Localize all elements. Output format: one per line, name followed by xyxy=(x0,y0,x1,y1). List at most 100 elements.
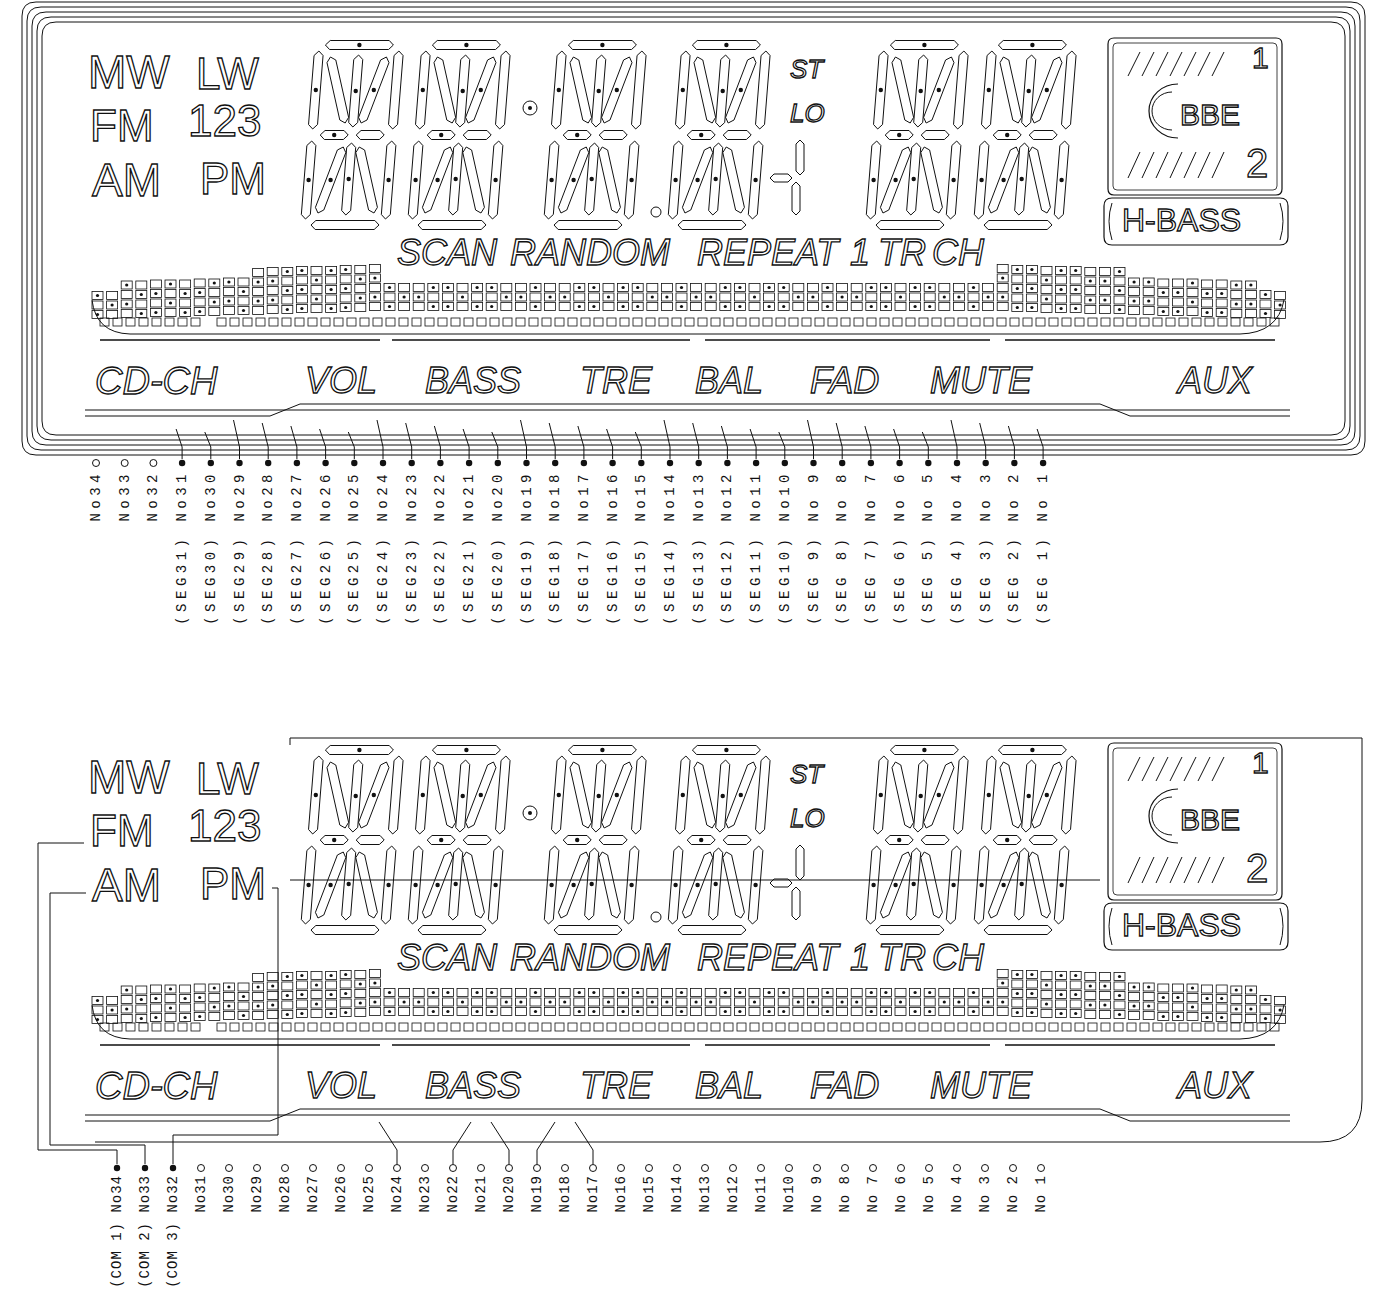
pin-label: (SEG17) No17 xyxy=(575,470,593,625)
bar-cell xyxy=(1056,295,1067,303)
bar-cell xyxy=(150,995,161,1003)
digit-segment xyxy=(694,57,716,123)
bar-cell xyxy=(180,280,191,288)
bar-cell xyxy=(165,985,176,993)
bar-cell xyxy=(837,303,848,311)
segment-dot xyxy=(597,89,601,93)
bar-cell xyxy=(983,1008,994,1016)
pin-dot xyxy=(552,460,558,466)
bar-dot xyxy=(855,1000,858,1003)
bar-dot xyxy=(286,308,289,311)
bar-cell xyxy=(1245,281,1256,289)
band-line xyxy=(85,409,1290,410)
base-cell xyxy=(1127,318,1136,326)
digit-segment xyxy=(496,51,511,129)
pin-dot xyxy=(724,460,730,466)
bar-cell xyxy=(997,989,1008,997)
digit-segment xyxy=(914,55,928,127)
pin-dot xyxy=(954,460,960,466)
pin-wire xyxy=(205,432,211,459)
base-cell xyxy=(1140,318,1149,326)
digit-segment xyxy=(687,836,715,845)
bar-cell xyxy=(647,293,658,301)
bar-dot xyxy=(592,991,595,994)
base-cell xyxy=(451,318,460,326)
base-cell xyxy=(360,318,369,326)
bar-cell xyxy=(866,284,877,292)
segment-dot xyxy=(897,133,901,137)
pin-wire xyxy=(492,432,498,459)
bar-cell xyxy=(1187,298,1198,306)
segment-dot xyxy=(699,133,703,137)
bar-cell xyxy=(1158,1003,1169,1011)
bar-dot xyxy=(490,305,493,308)
bar-cell xyxy=(1026,971,1037,979)
segment-dot xyxy=(421,88,425,92)
bar-cell xyxy=(1202,995,1213,1003)
bar-cell xyxy=(267,277,278,285)
bar-cell xyxy=(822,303,833,311)
bar-dot xyxy=(1235,302,1238,305)
pin-dot xyxy=(753,460,759,466)
h-bass-bracket xyxy=(1109,908,1112,945)
bar-cell xyxy=(997,998,1008,1006)
bar-dot xyxy=(753,295,756,298)
bar-cell xyxy=(1172,1013,1183,1021)
pin-label: No17 xyxy=(584,1175,602,1213)
bar-cell xyxy=(778,284,789,292)
bar-cell xyxy=(1099,1011,1110,1019)
indicator-label: BBE xyxy=(1180,100,1240,130)
digit-segment xyxy=(1032,57,1062,123)
base-cell xyxy=(295,1023,304,1031)
digit-segment xyxy=(563,836,591,845)
digit-segment xyxy=(1029,836,1057,845)
bar-cell xyxy=(1099,268,1110,276)
bar-dot xyxy=(1118,270,1121,273)
bbe-slat xyxy=(1142,857,1154,883)
bar-dot xyxy=(1191,986,1194,989)
bbe-slat xyxy=(1212,152,1224,178)
bar-cell xyxy=(1012,980,1023,988)
pin-open xyxy=(618,1165,625,1172)
decimal-point xyxy=(523,101,537,115)
bbe-slat xyxy=(1170,152,1182,178)
pin-wire xyxy=(922,432,928,459)
bar-dot xyxy=(578,305,581,308)
bar-cell xyxy=(253,278,264,286)
pin-label: (SEG20) No20 xyxy=(489,470,507,625)
pin-label: (SEG22) No22 xyxy=(431,470,449,625)
base-cell xyxy=(100,318,109,326)
segment-dot xyxy=(673,178,677,182)
base-cell xyxy=(295,318,304,326)
bar-dot xyxy=(578,991,581,994)
segment-dot xyxy=(681,793,685,797)
bar-cell xyxy=(428,284,439,292)
bar-dot xyxy=(213,1005,216,1008)
bar-cell xyxy=(369,1008,380,1016)
indicator-label: CH xyxy=(932,235,984,271)
bar-dot xyxy=(592,286,595,289)
pin-label: No23 xyxy=(416,1175,434,1213)
indicator-label: 1 xyxy=(1252,43,1269,73)
bar-cell xyxy=(1245,1005,1256,1013)
pin-open xyxy=(926,1165,933,1172)
base-cell xyxy=(698,318,707,326)
segment-dot xyxy=(453,177,457,181)
base-cell xyxy=(1218,318,1227,326)
bar-cell xyxy=(384,284,395,292)
bar-cell xyxy=(764,989,775,997)
bar-dot xyxy=(826,286,829,289)
segment-dot xyxy=(1059,178,1063,182)
bar-cell xyxy=(107,292,118,300)
bar-cell xyxy=(1158,994,1169,1002)
bar-cell xyxy=(1114,287,1125,295)
base-cell xyxy=(126,318,135,326)
indicator-label: AM xyxy=(92,862,161,908)
bar-dot xyxy=(1176,291,1179,294)
bar-cell xyxy=(851,284,862,292)
digit-segment xyxy=(408,141,423,219)
digit-segment xyxy=(676,756,691,834)
bar-cell xyxy=(866,989,877,997)
pin-wire xyxy=(951,420,957,459)
pin-dot xyxy=(868,460,874,466)
